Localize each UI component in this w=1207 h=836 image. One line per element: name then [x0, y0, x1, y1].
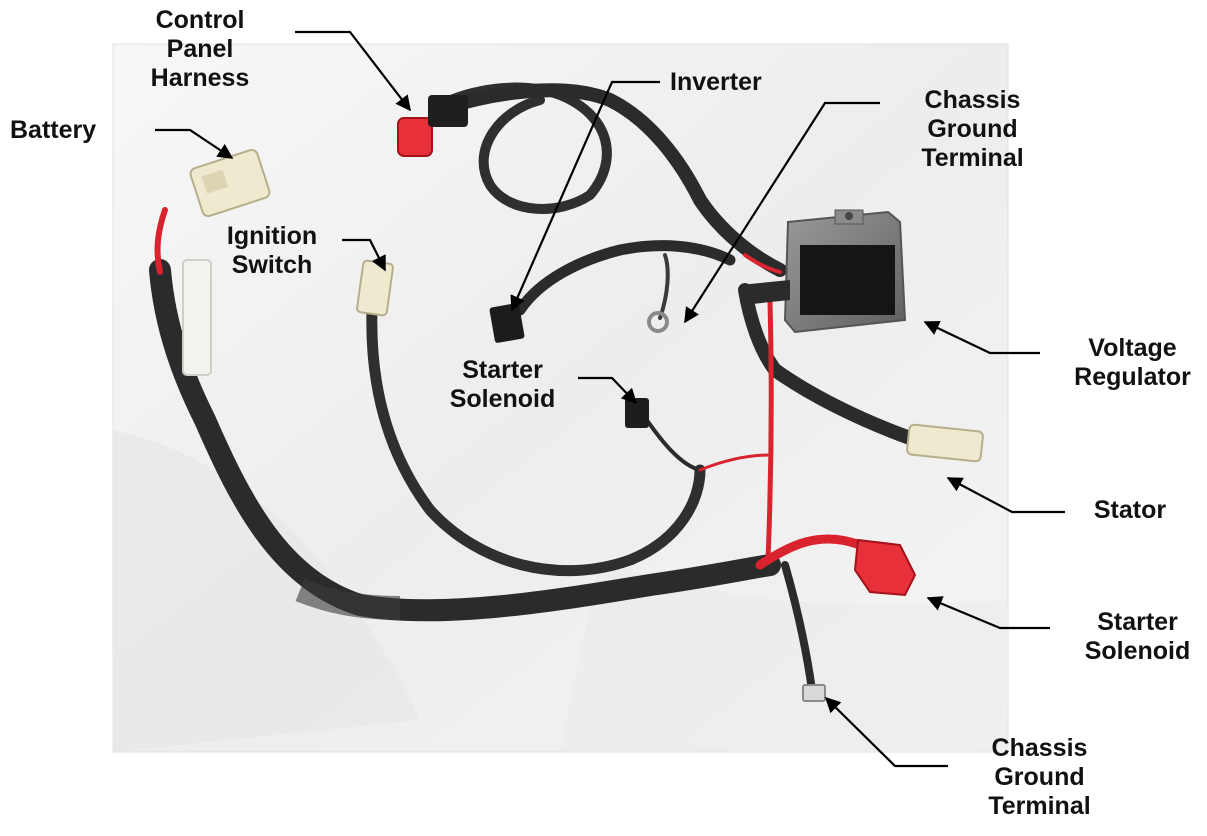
red-solenoid-wire: [755, 534, 865, 570]
label-chassis-ground-top: Chassis Ground Terminal: [921, 86, 1024, 172]
label-stator: Stator: [1093, 496, 1167, 524]
leader-stator: [946, 477, 1065, 514]
control-panel-harness-connector: [397, 95, 468, 157]
leader-starter-solenoid-mid: [578, 376, 638, 405]
stator-wire: [768, 363, 917, 445]
starter-solenoid-red-boot: [853, 538, 917, 597]
leader-voltage-regulator: [923, 321, 1040, 355]
battery-connector: [182, 148, 271, 376]
label-battery: Battery: [10, 116, 97, 144]
ignition-loop-wire: [366, 304, 706, 577]
label-voltage-regulator: Voltage Regulator: [1074, 334, 1191, 391]
leader-lines: [155, 30, 1065, 768]
red-wires: [154, 207, 865, 570]
leader-control-panel-harness: [295, 30, 411, 112]
leader-chassis-ground-bottom: [824, 696, 948, 768]
label-chassis-ground-bottom: Chassis Ground Terminal: [988, 734, 1091, 820]
voltage-regulator-block: [740, 209, 907, 334]
leader-chassis-ground-top: [684, 101, 880, 324]
label-starter-solenoid-right: Starter Solenoid: [1084, 608, 1191, 665]
label-inverter: Inverter: [670, 68, 762, 96]
stator-connector: [906, 423, 984, 463]
leader-starter-solenoid-right: [926, 596, 1050, 630]
label-control-panel-harness: Control Panel Harness: [150, 6, 250, 92]
leader-battery: [155, 128, 234, 159]
label-ignition-switch: Ignition Switch: [226, 222, 318, 279]
ignition-switch-connector: [356, 259, 394, 317]
chassis-ground-ring-top: [647, 311, 669, 333]
starter-solenoid-mid-connector: [625, 398, 649, 428]
leader-ignition-switch: [342, 238, 386, 272]
leader-inverter: [510, 80, 660, 312]
label-starter-solenoid-mid: Starter Solenoid: [449, 356, 556, 413]
red-trunk-wire: [765, 297, 774, 563]
inverter-connector: [489, 303, 525, 343]
chassis-ground-terminal-bottom: [802, 684, 826, 702]
inverter-wire: [514, 240, 736, 316]
bottom-ground-wire: [781, 561, 816, 694]
